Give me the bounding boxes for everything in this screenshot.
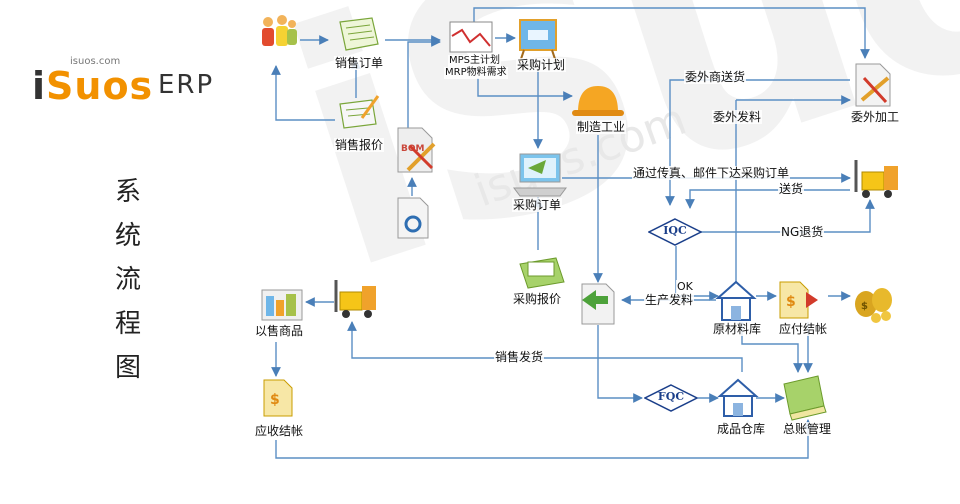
- edge-deliver: 送货: [778, 182, 805, 196]
- node-mps: MPS主计划: [448, 55, 502, 67]
- node-sales-order: 销售订单: [334, 56, 385, 70]
- node-purchase-quote: 采购报价: [512, 292, 563, 306]
- node-general-ledger: 总账管理: [782, 422, 833, 436]
- iqc-diamond: IQC: [648, 218, 702, 246]
- node-payable-settlement: 应付结帐: [778, 322, 829, 336]
- forklift-left-icon: [334, 280, 376, 318]
- forklift-icon: [854, 160, 898, 198]
- edge-outsource-material: 委外发料: [712, 110, 763, 124]
- finished-goods-store-icon: [717, 378, 759, 417]
- money-bags-icon: $: [855, 288, 892, 323]
- purchase-quote-icon: [519, 257, 565, 289]
- sales-order-icon: [339, 17, 379, 51]
- title-char: 统: [114, 221, 141, 251]
- purchase-plan-icon: [519, 19, 557, 63]
- customers-icon: [262, 15, 297, 46]
- node-sales-quote: 销售报价: [334, 138, 385, 152]
- raw-material-store-icon: [715, 280, 757, 321]
- node-mrp: MRP物料需求: [444, 67, 508, 79]
- purchase-order-icon: [513, 153, 567, 197]
- production-issue-icon: [581, 283, 615, 325]
- sold-goods-icon: [261, 289, 303, 321]
- node-outsource-processing: 委外加工: [850, 110, 901, 124]
- payable-icon: $: [779, 281, 818, 319]
- outsource-processing-icon: [855, 63, 891, 107]
- node-raw-material-store: 原材料库: [712, 322, 763, 336]
- gear-document-icon: [397, 197, 429, 239]
- edge-ng-return: NG退货: [780, 225, 825, 239]
- node-purchase-plan: 采购计划: [516, 58, 567, 72]
- node-manufacturing: 制造工业: [576, 120, 627, 134]
- svg-text:$: $: [270, 392, 280, 408]
- edge-outsource-delivery: 委外商送货: [684, 70, 747, 84]
- edge-production-issue: 生产发料: [644, 293, 695, 307]
- sales-quote-icon: [339, 95, 380, 129]
- title-char: 系: [114, 177, 141, 207]
- node-receivable-settlement: 应收结帐: [254, 424, 305, 438]
- edge-ok: OK: [676, 280, 694, 294]
- node-sold-goods: 以售商品: [254, 324, 305, 338]
- logo-erp: ERP: [158, 70, 215, 100]
- title-char: 流: [114, 265, 141, 295]
- fqc-diamond: FQC: [644, 384, 698, 412]
- logo-brand: iSuos: [32, 64, 154, 108]
- receivable-icon: $: [263, 379, 293, 417]
- logo-url: isuos.com: [70, 56, 121, 67]
- vertical-title: 系 统 流 程 图: [108, 170, 148, 390]
- svg-text:$: $: [861, 301, 868, 312]
- edge-send-po: 通过传真、邮件下达采购订单: [632, 166, 791, 180]
- node-finished-goods-store: 成品仓库: [716, 422, 767, 436]
- node-purchase-order: 采购订单: [512, 198, 563, 212]
- svg-text:$: $: [786, 294, 796, 310]
- bom-icon: BOM: [397, 127, 436, 173]
- general-ledger-icon: [783, 375, 827, 421]
- title-char: 程: [114, 309, 141, 339]
- edge-sales-delivery: 销售发货: [494, 350, 545, 364]
- title-char: 图: [114, 353, 141, 383]
- hard-hat-icon: [572, 86, 624, 116]
- mps-chart-icon: [449, 21, 493, 53]
